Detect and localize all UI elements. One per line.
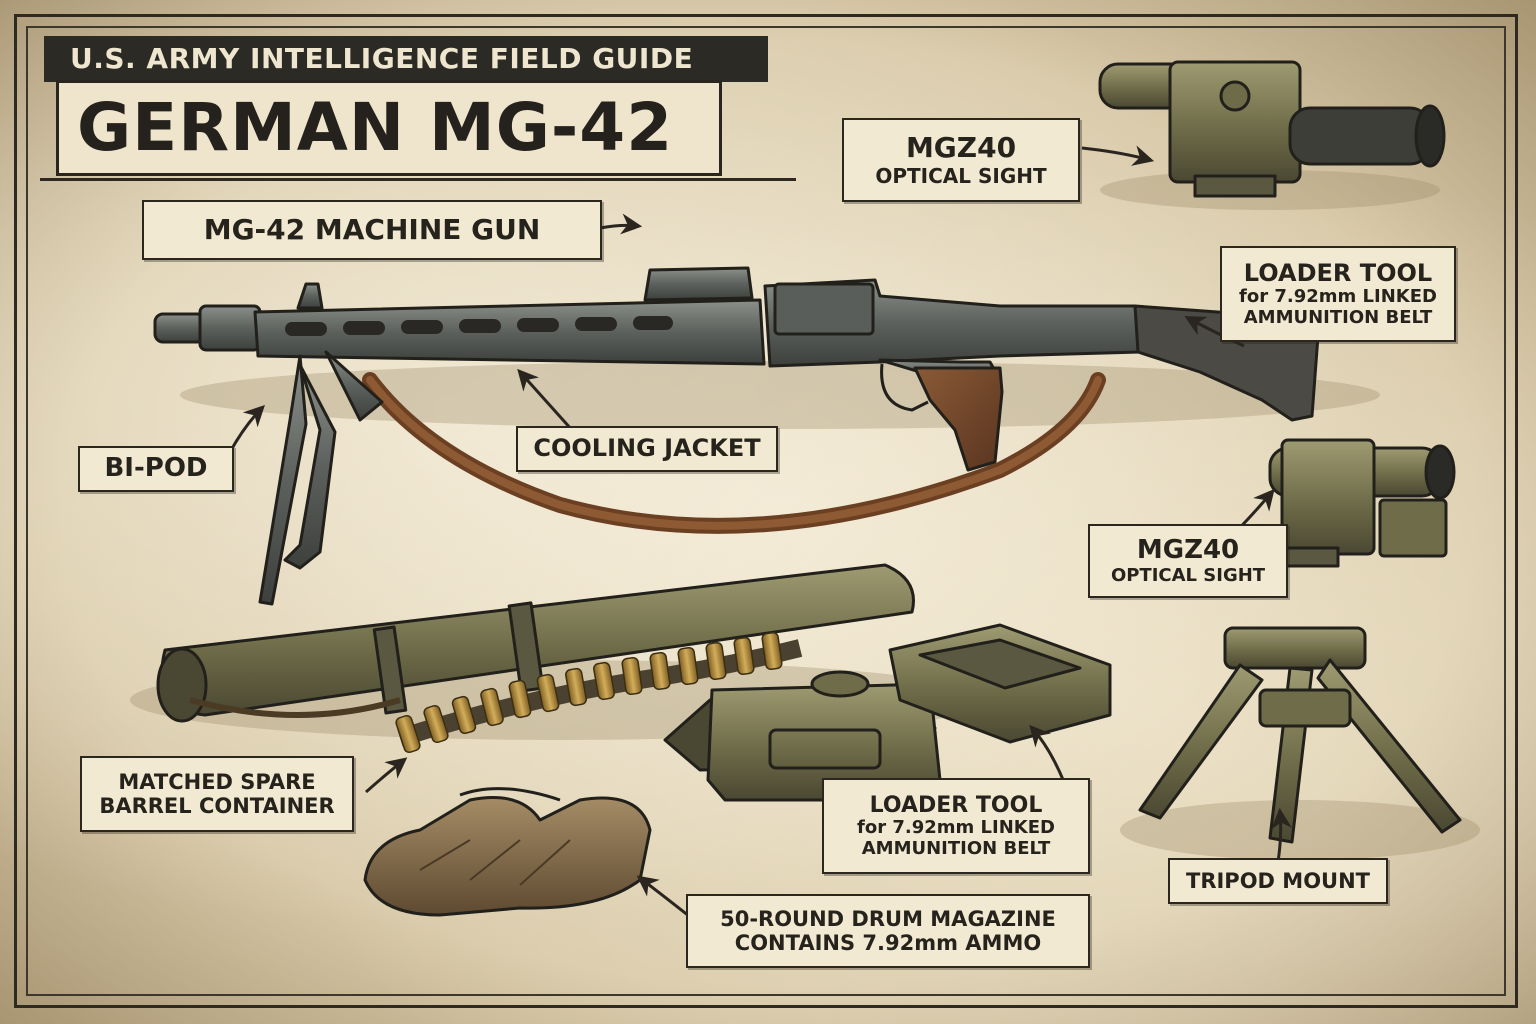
label-optic-top-line1: MGZ40 bbox=[905, 131, 1017, 165]
label-cooling-jacket-text: COOLING JACKET bbox=[533, 434, 761, 463]
label-optic-mid: MGZ40 OPTICAL SIGHT bbox=[1088, 524, 1288, 598]
label-loader-bottom-line1: LOADER TOOL bbox=[869, 792, 1043, 818]
label-machine-gun: MG-42 MACHINE GUN bbox=[142, 200, 602, 260]
outer-border bbox=[14, 14, 1518, 1008]
title-divider bbox=[40, 178, 796, 181]
label-drum-line2: CONTAINS 7.92mm AMMO bbox=[734, 931, 1042, 955]
subtitle-banner: U.S. ARMY INTELLIGENCE FIELD GUIDE bbox=[44, 36, 768, 82]
arrow-spare-barrel bbox=[364, 757, 408, 794]
label-drum-line1: 50-ROUND DRUM MAGAZINE bbox=[720, 906, 1056, 931]
label-cooling-jacket: COOLING JACKET bbox=[516, 426, 778, 472]
label-tripod: TRIPOD MOUNT bbox=[1168, 858, 1388, 904]
inner-border bbox=[26, 26, 1506, 996]
label-spare-barrel-line1: MATCHED SPARE bbox=[118, 769, 316, 794]
label-spare-barrel-line2: BARREL CONTAINER bbox=[99, 794, 335, 818]
arrow-loader-bottom bbox=[1029, 724, 1066, 783]
label-loader-top-line1: LOADER TOOL bbox=[1243, 258, 1433, 287]
gloves-drawing bbox=[363, 787, 652, 917]
arrow-loader-top bbox=[1184, 315, 1245, 348]
label-bipod: BI-POD bbox=[78, 446, 234, 492]
optic-mid-drawing bbox=[1268, 438, 1456, 568]
label-loader-top-line3: AMMUNITION BELT bbox=[1243, 306, 1433, 328]
label-optic-top: MGZ40 OPTICAL SIGHT bbox=[842, 118, 1080, 202]
label-loader-top: LOADER TOOL for 7.92mm LINKED AMMUNITION… bbox=[1220, 246, 1456, 342]
arrow-machine-gun bbox=[599, 213, 643, 235]
loader-tool-drawing bbox=[888, 623, 1112, 744]
arrow-optic-top bbox=[1081, 145, 1155, 166]
arrow-cooling-jacket bbox=[517, 368, 574, 432]
label-loader-top-line2: for 7.92mm LINKED bbox=[1239, 286, 1437, 308]
optic-top-drawing bbox=[1098, 60, 1446, 198]
jacket-vents bbox=[285, 316, 673, 336]
label-bipod-text: BI-POD bbox=[104, 453, 208, 484]
label-drum-magazine: 50-ROUND DRUM MAGAZINE CONTAINS 7.92mm A… bbox=[686, 894, 1090, 968]
label-loader-bottom: LOADER TOOL for 7.92mm LINKED AMMUNITION… bbox=[822, 778, 1090, 874]
label-optic-top-line2: OPTICAL SIGHT bbox=[875, 163, 1047, 188]
label-loader-bottom-line2: for 7.92mm LINKED bbox=[857, 816, 1055, 838]
ammo-belt-drawing bbox=[395, 631, 803, 754]
label-loader-bottom-line3: AMMUNITION BELT bbox=[861, 837, 1051, 859]
page-title: GERMAN MG-42 bbox=[56, 80, 722, 176]
spare-barrel-drawing bbox=[156, 563, 915, 723]
label-optic-mid-line1: MGZ40 bbox=[1136, 534, 1240, 565]
arrow-tripod bbox=[1270, 807, 1292, 863]
label-machine-gun-text: MG-42 MACHINE GUN bbox=[203, 212, 541, 246]
label-tripod-text: TRIPOD MOUNT bbox=[1186, 868, 1370, 893]
machine-gun-drawing bbox=[153, 266, 1320, 606]
label-spare-barrel: MATCHED SPARE BARREL CONTAINER bbox=[80, 756, 354, 832]
label-optic-mid-line2: OPTICAL SIGHT bbox=[1110, 564, 1266, 586]
tripod-drawing bbox=[1138, 626, 1462, 844]
